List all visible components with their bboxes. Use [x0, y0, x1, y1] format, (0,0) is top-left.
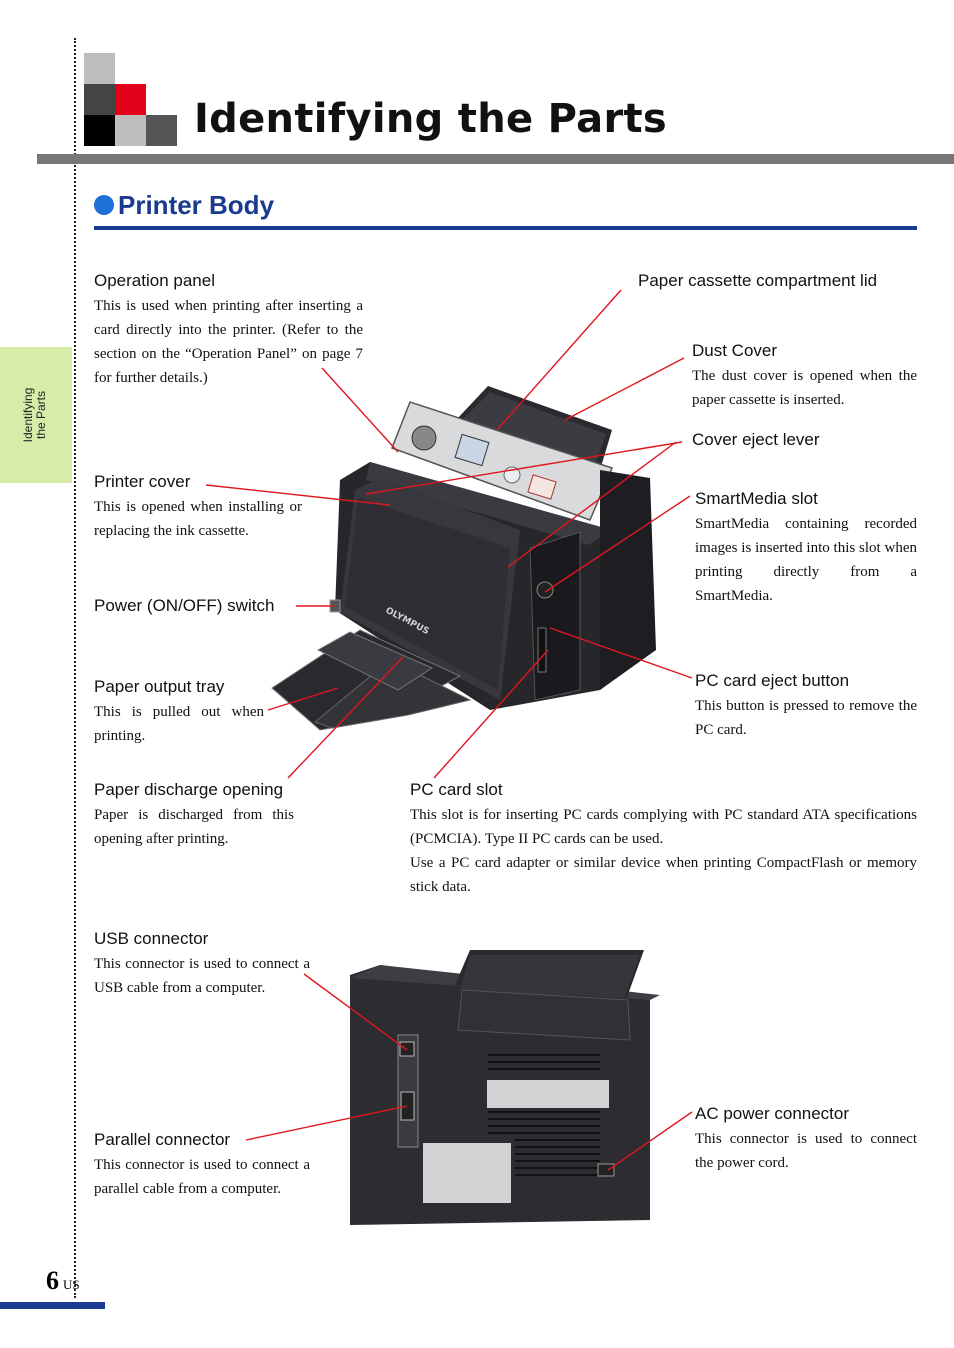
smartmedia-slot-desc: SmartMedia containing recorded images is… — [695, 516, 917, 604]
bullet-icon — [94, 195, 114, 215]
section-title: Printer Body — [118, 190, 275, 220]
printer-cover-desc: This is opened when installing or replac… — [94, 499, 302, 539]
pc-card-slot-desc: This slot is for inserting PC cards comp… — [410, 803, 917, 899]
usb-connector-label: USB connector — [94, 929, 209, 948]
pc-card-eject-desc: This button is pressed to remove the PC … — [695, 698, 917, 738]
smartmedia-slot-label: SmartMedia slot — [695, 489, 818, 508]
paper-output-tray-desc: This is pulled out when printing. — [94, 704, 264, 744]
section-rule — [94, 226, 917, 230]
paper-output-tray-label: Paper output tray — [94, 677, 225, 696]
power-switch-label: Power (ON/OFF) switch — [94, 596, 275, 615]
paper-discharge-desc: Paper is discharged from this opening af… — [94, 807, 294, 847]
page-region: US — [63, 1277, 80, 1292]
pc-card-slot-desc-2: Use a PC card adapter or similar device … — [410, 855, 917, 895]
margin-dotted-line — [74, 38, 76, 1298]
pc-card-slot-desc-1: This slot is for inserting PC cards comp… — [410, 807, 917, 847]
pc-card-eject-label: PC card eject button — [695, 671, 850, 690]
usb-connector-desc: This connector is used to connect a USB … — [94, 956, 310, 996]
page-title: Identifying the Parts — [194, 96, 668, 142]
footer-bar — [0, 1302, 105, 1309]
section-heading: Printer Body — [94, 190, 274, 221]
parallel-connector-label: Parallel connector — [94, 1130, 231, 1149]
paper-discharge-label: Paper discharge opening — [94, 780, 284, 799]
ac-power-label: AC power connector — [695, 1104, 850, 1123]
printer-cover-label: Printer cover — [94, 472, 191, 491]
parallel-connector-desc: This connector is used to connect a para… — [94, 1157, 310, 1197]
dust-cover-label: Dust Cover — [692, 341, 778, 360]
side-tab: Identifying the Parts — [0, 347, 72, 483]
operation-panel-label: Operation panel — [94, 271, 215, 290]
dust-cover-desc: The dust cover is opened when the paper … — [692, 368, 917, 408]
ac-power-desc: This connector is used to connect the po… — [695, 1131, 917, 1171]
pc-card-slot-label: PC card slot — [410, 780, 503, 799]
title-underline — [37, 154, 954, 164]
paper-cassette-lid-label: Paper cassette compartment lid — [638, 271, 878, 290]
operation-panel-desc: This is used when printing after inserti… — [94, 298, 363, 386]
cover-eject-lever-label: Cover eject lever — [692, 430, 820, 449]
